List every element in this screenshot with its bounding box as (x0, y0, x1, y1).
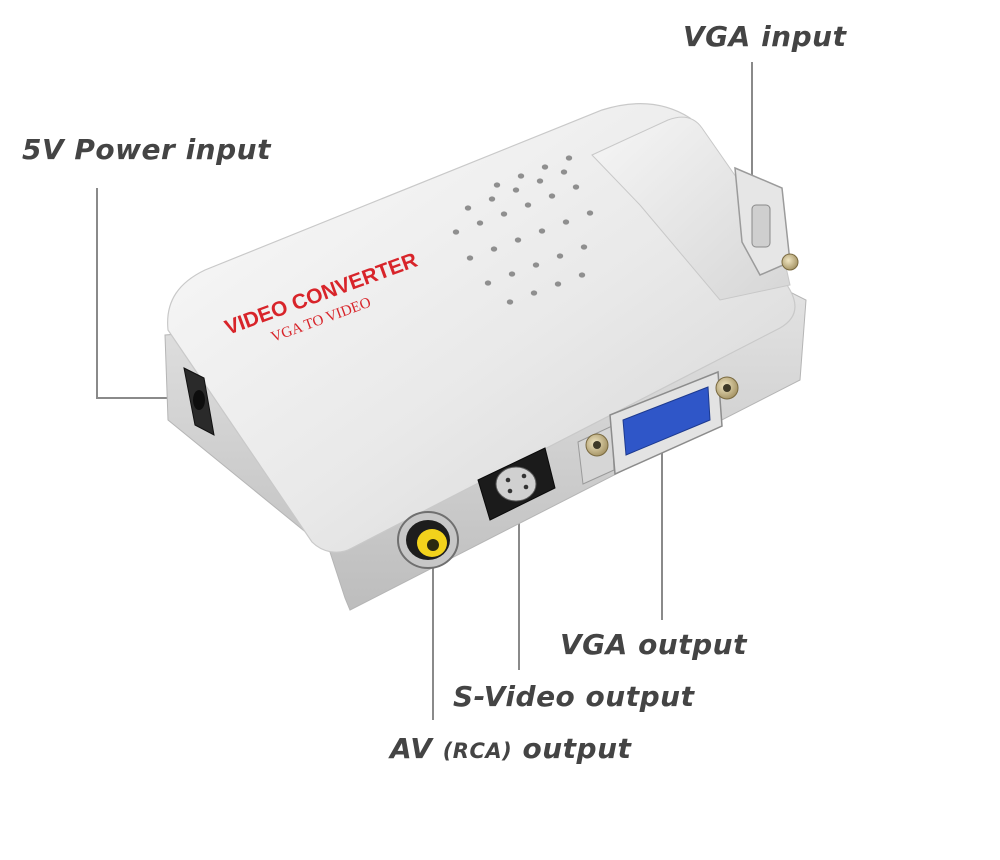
vent-hole (512, 187, 520, 193)
vga-input-port (734, 166, 799, 276)
leader-lines (96, 62, 753, 720)
vent-hole (565, 155, 573, 161)
vent-hole (500, 211, 508, 217)
vent-hole (466, 255, 474, 261)
vent-hole (530, 290, 538, 296)
leader-line-power (96, 188, 188, 399)
vent-hole (476, 220, 484, 226)
callout-av-output: AV (RCA) output (390, 732, 631, 765)
vent-hole (556, 253, 564, 259)
vga-output-port (577, 370, 739, 485)
vent-hole (536, 178, 544, 184)
callout-av-rca: (RCA) (442, 739, 513, 763)
vent-hole (493, 182, 501, 188)
vent-hole (538, 228, 546, 234)
vent-hole (488, 196, 496, 202)
callout-av-prefix: AV (390, 732, 443, 765)
vent-hole (490, 246, 498, 252)
vent-hole (578, 272, 586, 278)
vent-hole (562, 219, 570, 225)
vent-hole (514, 237, 522, 243)
vent-hole (548, 193, 556, 199)
vent-hole (560, 169, 568, 175)
vent-hole (517, 173, 525, 179)
vent-hole (580, 244, 588, 250)
vent-hole (452, 229, 460, 235)
device-rear-bump (591, 116, 791, 301)
vent-hole (464, 205, 472, 211)
vent-hole (508, 271, 516, 277)
vent-hole (586, 210, 594, 216)
vent-hole (541, 164, 549, 170)
vent-hole (572, 184, 580, 190)
vent-hole (484, 280, 492, 286)
vent-hole (524, 202, 532, 208)
svideo-port (477, 447, 556, 521)
callout-svideo-output: S-Video output (453, 680, 695, 713)
callout-av-suffix: output (512, 732, 632, 765)
callout-power-input: 5V Power input (22, 133, 271, 166)
vent-hole (554, 281, 562, 287)
rca-av-port (397, 511, 459, 569)
callout-vga-output: VGA output (560, 628, 747, 661)
power-jack (183, 367, 215, 436)
vent-hole (532, 262, 540, 268)
callout-vga-input: VGA input (683, 20, 847, 53)
vent-holes (452, 155, 594, 305)
vent-hole (506, 299, 514, 305)
